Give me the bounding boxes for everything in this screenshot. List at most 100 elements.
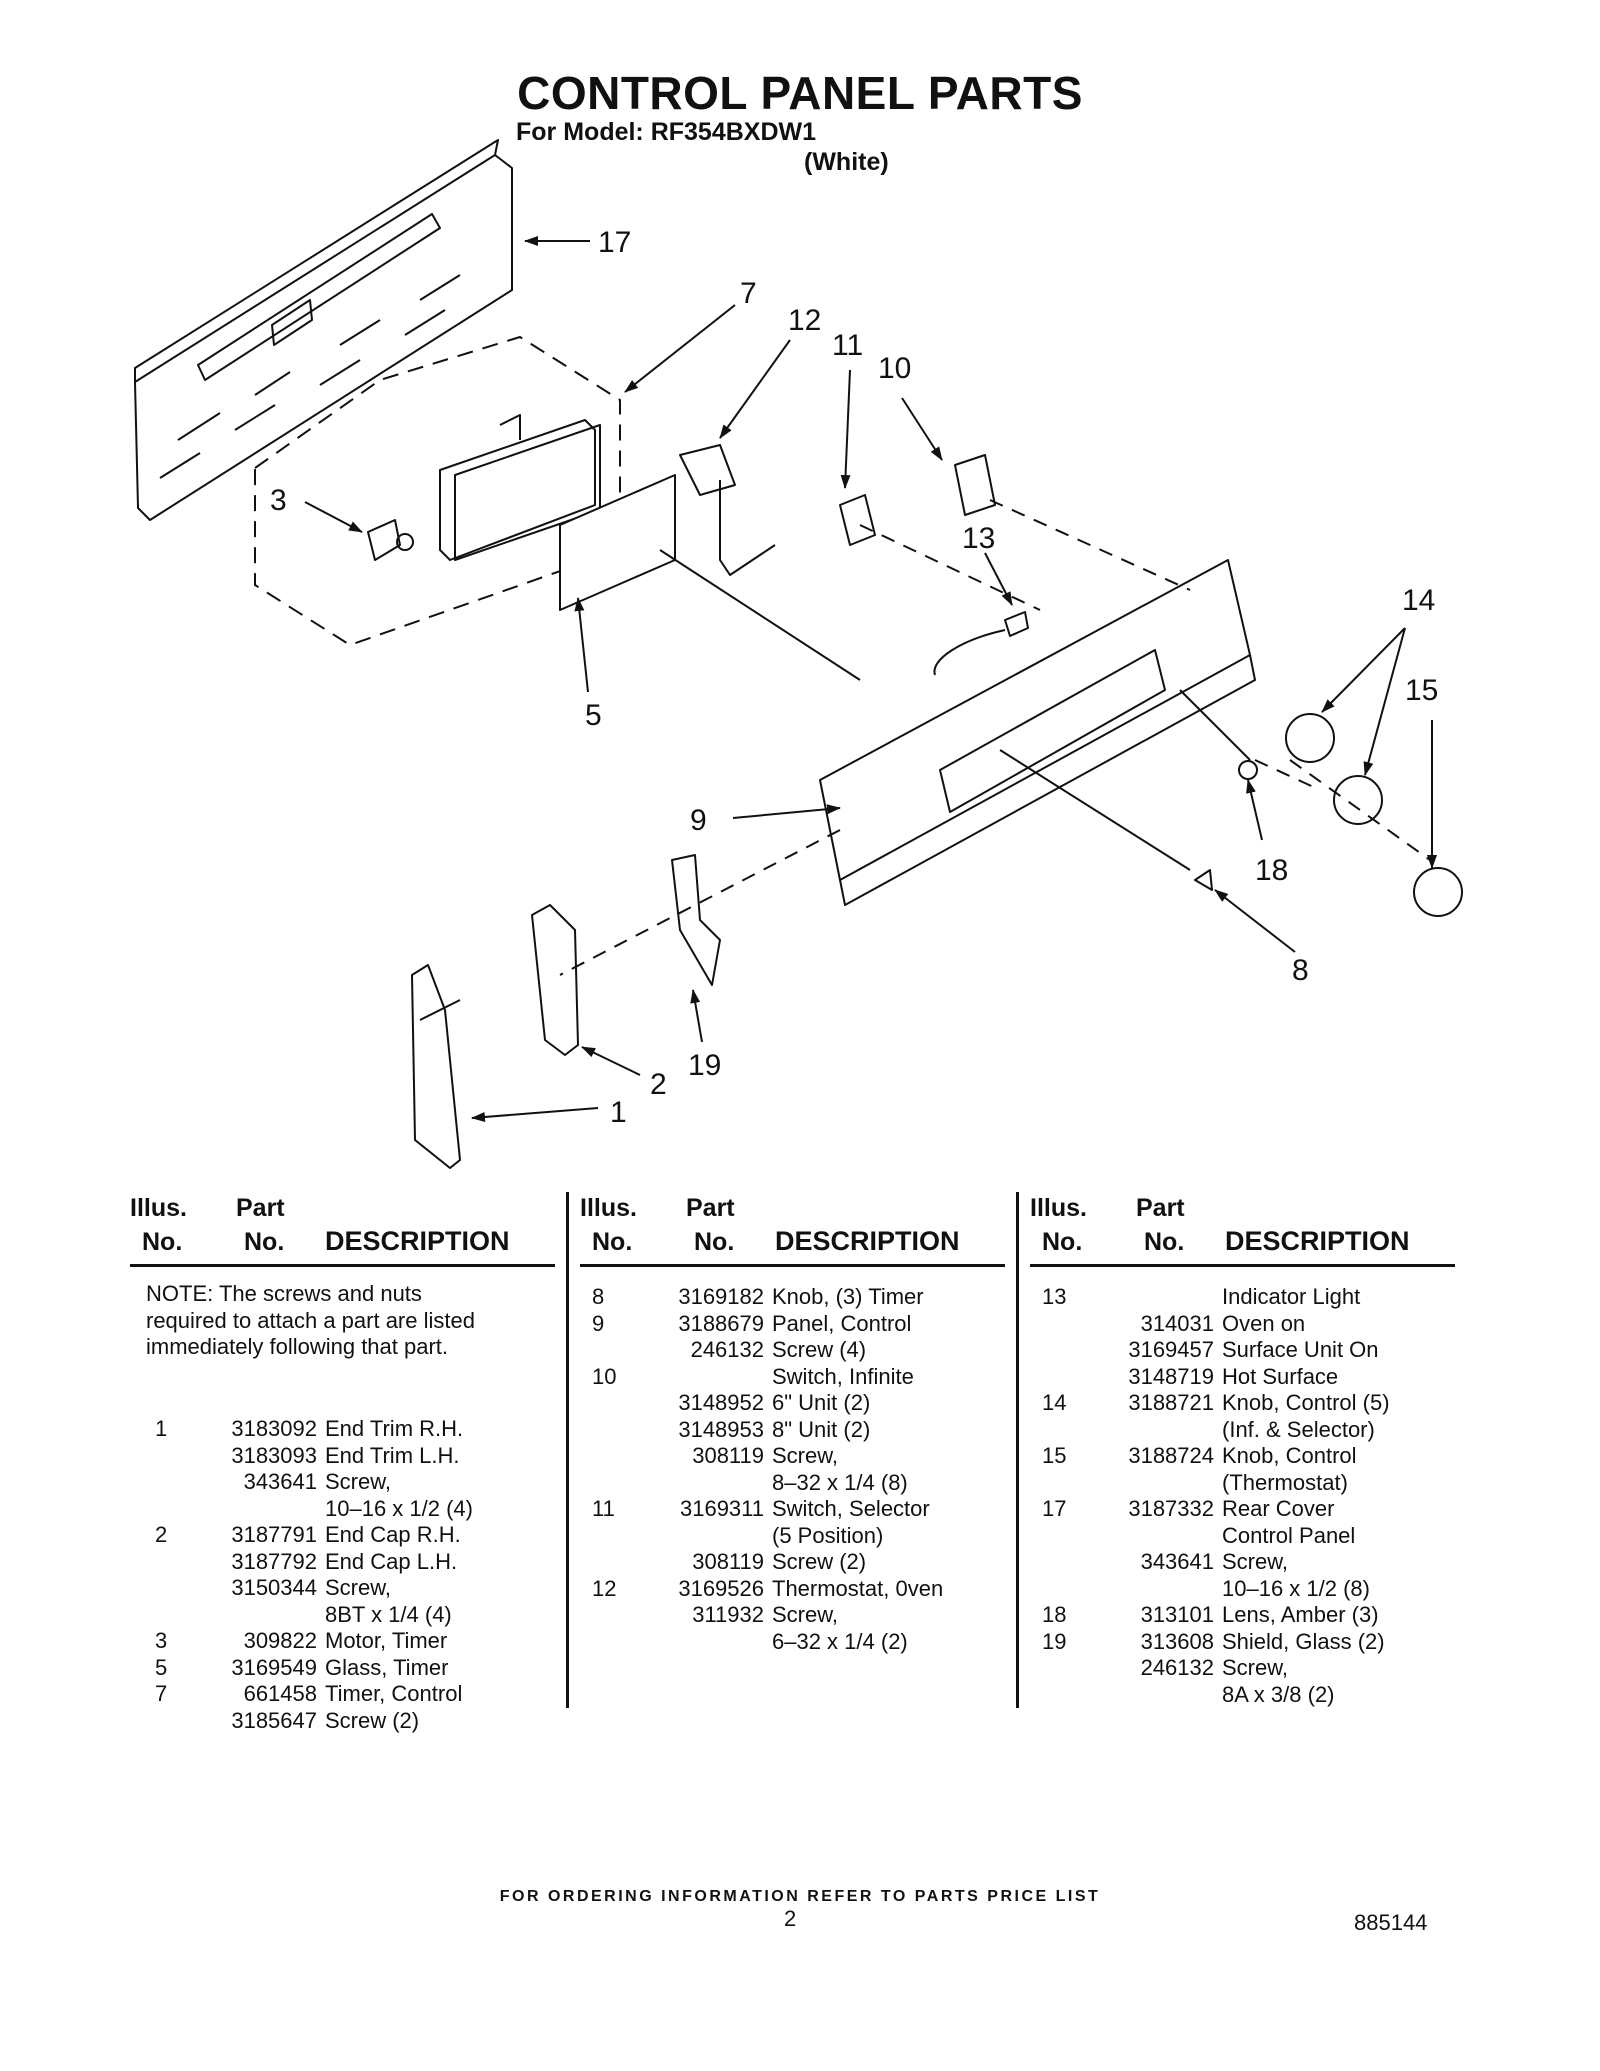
table-row: (5 Position) [592,1523,1012,1549]
table-row: 8–32 x 1/4 (8) [592,1470,1012,1496]
table-note: NOTE: The screws and nuts required to at… [146,1281,475,1359]
header-description: DESCRIPTION [775,1226,960,1256]
header-part-no: No. [1144,1228,1185,1256]
lens-amber-part [1238,760,1258,780]
table-row: 246132 Screw, [1042,1655,1462,1681]
header-illus-no: No. [592,1228,633,1256]
part-description: 10–16 x 1/2 (8) [1222,1575,1370,1601]
illus-number: 1 [155,1416,168,1441]
part-number: 3148719 [1128,1363,1214,1389]
part-description: Surface Unit On [1222,1337,1379,1362]
table-header-col2: Illus. No. Part No. DESCRIPTION [580,1194,1005,1267]
part-number: 3169311 [679,1496,764,1521]
part-number: 343641 [243,1469,317,1494]
part-description: Oven on [1222,1310,1306,1336]
callout-13: 13 [962,522,995,555]
timer-knob-part [1194,869,1213,891]
part-number: 311932 [692,1602,764,1627]
selector-switch-part [839,494,876,546]
end-trim-part [411,964,461,1169]
table-header-col1: Illus. No. Part No. DESCRIPTION [130,1194,555,1267]
page-number: 2 [784,1906,797,1931]
illus-number: 3 [155,1628,168,1653]
part-number: 3169182 [678,1284,764,1309]
part-number: 3188679 [678,1310,764,1336]
part-description: Rear Cover [1222,1496,1335,1521]
indicator-light-part [933,611,1029,676]
header-part: Part [236,1194,285,1222]
header-illus: Illus. [580,1194,637,1222]
illus-number: 8 [592,1284,605,1309]
part-description: 8–32 x 1/4 (8) [772,1469,908,1495]
illus-number: 19 [1042,1628,1067,1654]
header-part: Part [1136,1194,1185,1222]
illus-number: 12 [592,1575,617,1601]
illus-number: 17 [1042,1496,1067,1521]
part-number: 3187332 [1128,1496,1214,1521]
column-divider [1016,1192,1019,1708]
table-row: 17 3187332 Rear Cover [1042,1496,1462,1522]
part-number: 308119 [692,1443,764,1468]
part-number: 308119 [692,1549,764,1574]
part-description: 10–16 x 1/2 (4) [325,1495,473,1521]
callout-2: 2 [650,1068,667,1101]
color-line: (White) [804,148,889,176]
table-header-col3: Illus. No. Part No. DESCRIPTION [1030,1194,1455,1267]
part-number: 3188724 [1128,1443,1214,1468]
part-number: 3169549 [231,1654,317,1680]
part-description: Screw, [1222,1549,1289,1574]
table-row: Control Panel [1042,1523,1462,1549]
part-description: (5 Position) [772,1522,884,1548]
part-number: 3169526 [678,1575,764,1601]
callout-14: 14 [1402,584,1435,617]
part-description: 6" Unit (2) [772,1390,871,1415]
part-description: Screw, [325,1575,392,1600]
callout-1: 1 [610,1096,627,1129]
callout-8: 8 [1292,954,1309,987]
callout-12: 12 [788,304,821,337]
thermostat-part [679,444,776,576]
part-number: 3148952 [678,1390,764,1415]
callout-3: 3 [270,484,287,517]
header-illus-no: No. [1042,1228,1083,1256]
control-knobs-part [1285,713,1463,917]
part-description: End Cap R.H. [325,1522,461,1547]
part-number: 246132 [1140,1655,1214,1680]
illus-number: 14 [1042,1390,1067,1415]
ordering-footer: FOR ORDERING INFORMATION REFER TO PARTS … [499,1888,1101,1905]
callout-17: 17 [598,226,631,259]
part-description: End Trim R.H. [325,1416,464,1441]
part-description: 8BT x 1/4 (4) [325,1601,452,1627]
document-number: 885144 [1354,1910,1428,1935]
part-description: Screw (2) [325,1707,420,1733]
part-description: Indicator Light [1222,1284,1361,1309]
illus-number: 9 [592,1310,605,1336]
table-row: 8A x 3/8 (2) [1042,1682,1462,1708]
control-panel-part [819,559,1256,906]
part-description: Switch, Infinite [772,1363,914,1389]
callout-11: 11 [832,329,863,362]
end-cap-part [531,904,579,1056]
part-description: 8" Unit (2) [772,1416,871,1442]
header-illus-no: No. [142,1228,183,1256]
part-description: Screw, [1222,1655,1289,1680]
illus-number: 2 [155,1522,168,1547]
page-title: CONTROL PANEL PARTS [517,67,1083,119]
part-description: (Thermostat) [1222,1469,1348,1495]
rear-cover-part [134,139,513,521]
part-number: 309822 [243,1628,317,1653]
part-description: Panel, Control [772,1310,912,1336]
part-description: Knob, Control [1222,1443,1357,1468]
part-number: 3185647 [231,1707,317,1733]
callout-7: 7 [740,277,757,310]
